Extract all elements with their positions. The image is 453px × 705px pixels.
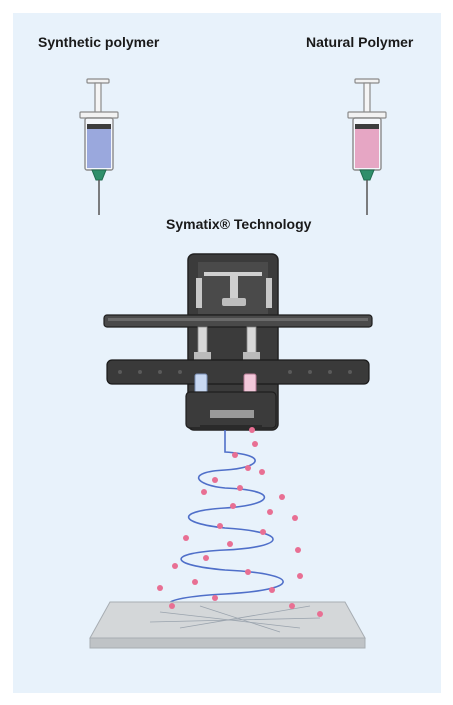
droplets [157, 427, 323, 617]
collector-plate [89, 601, 366, 649]
technology-label: Symatix® Technology [166, 216, 312, 232]
printer-icon [103, 253, 373, 431]
synthetic-polymer-label: Synthetic polymer [38, 34, 160, 50]
natural-polymer-label: Natural Polymer [306, 34, 414, 50]
synthetic-syringe-icon [79, 78, 119, 215]
natural-syringe-icon [347, 78, 387, 215]
